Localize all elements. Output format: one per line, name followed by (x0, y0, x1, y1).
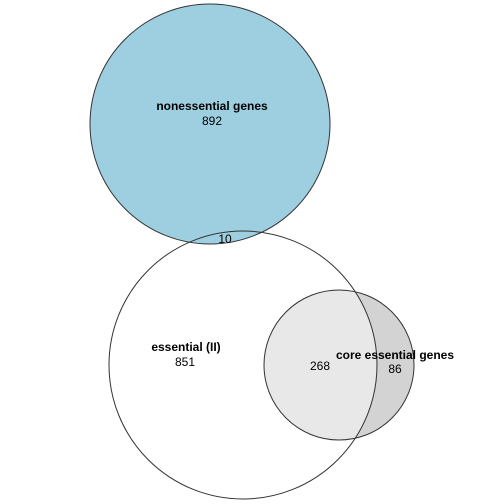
nonessential-set-label: nonessential genes (156, 99, 268, 113)
essential-core-overlap-count: 268 (310, 359, 330, 373)
nonessential-essential-overlap-count: 10 (218, 232, 232, 246)
core-essential-set-label: core essential genes (336, 348, 454, 362)
core-essential-set-outline (263, 289, 415, 441)
nonessential-set-circle (89, 3, 331, 245)
essential-only-count: 851 (175, 355, 195, 369)
core-only-count: 86 (388, 362, 402, 376)
essential-set-outline (108, 230, 378, 500)
essential-set-label: essential (II) (151, 340, 220, 354)
nonessential-only-count: 892 (202, 114, 222, 128)
